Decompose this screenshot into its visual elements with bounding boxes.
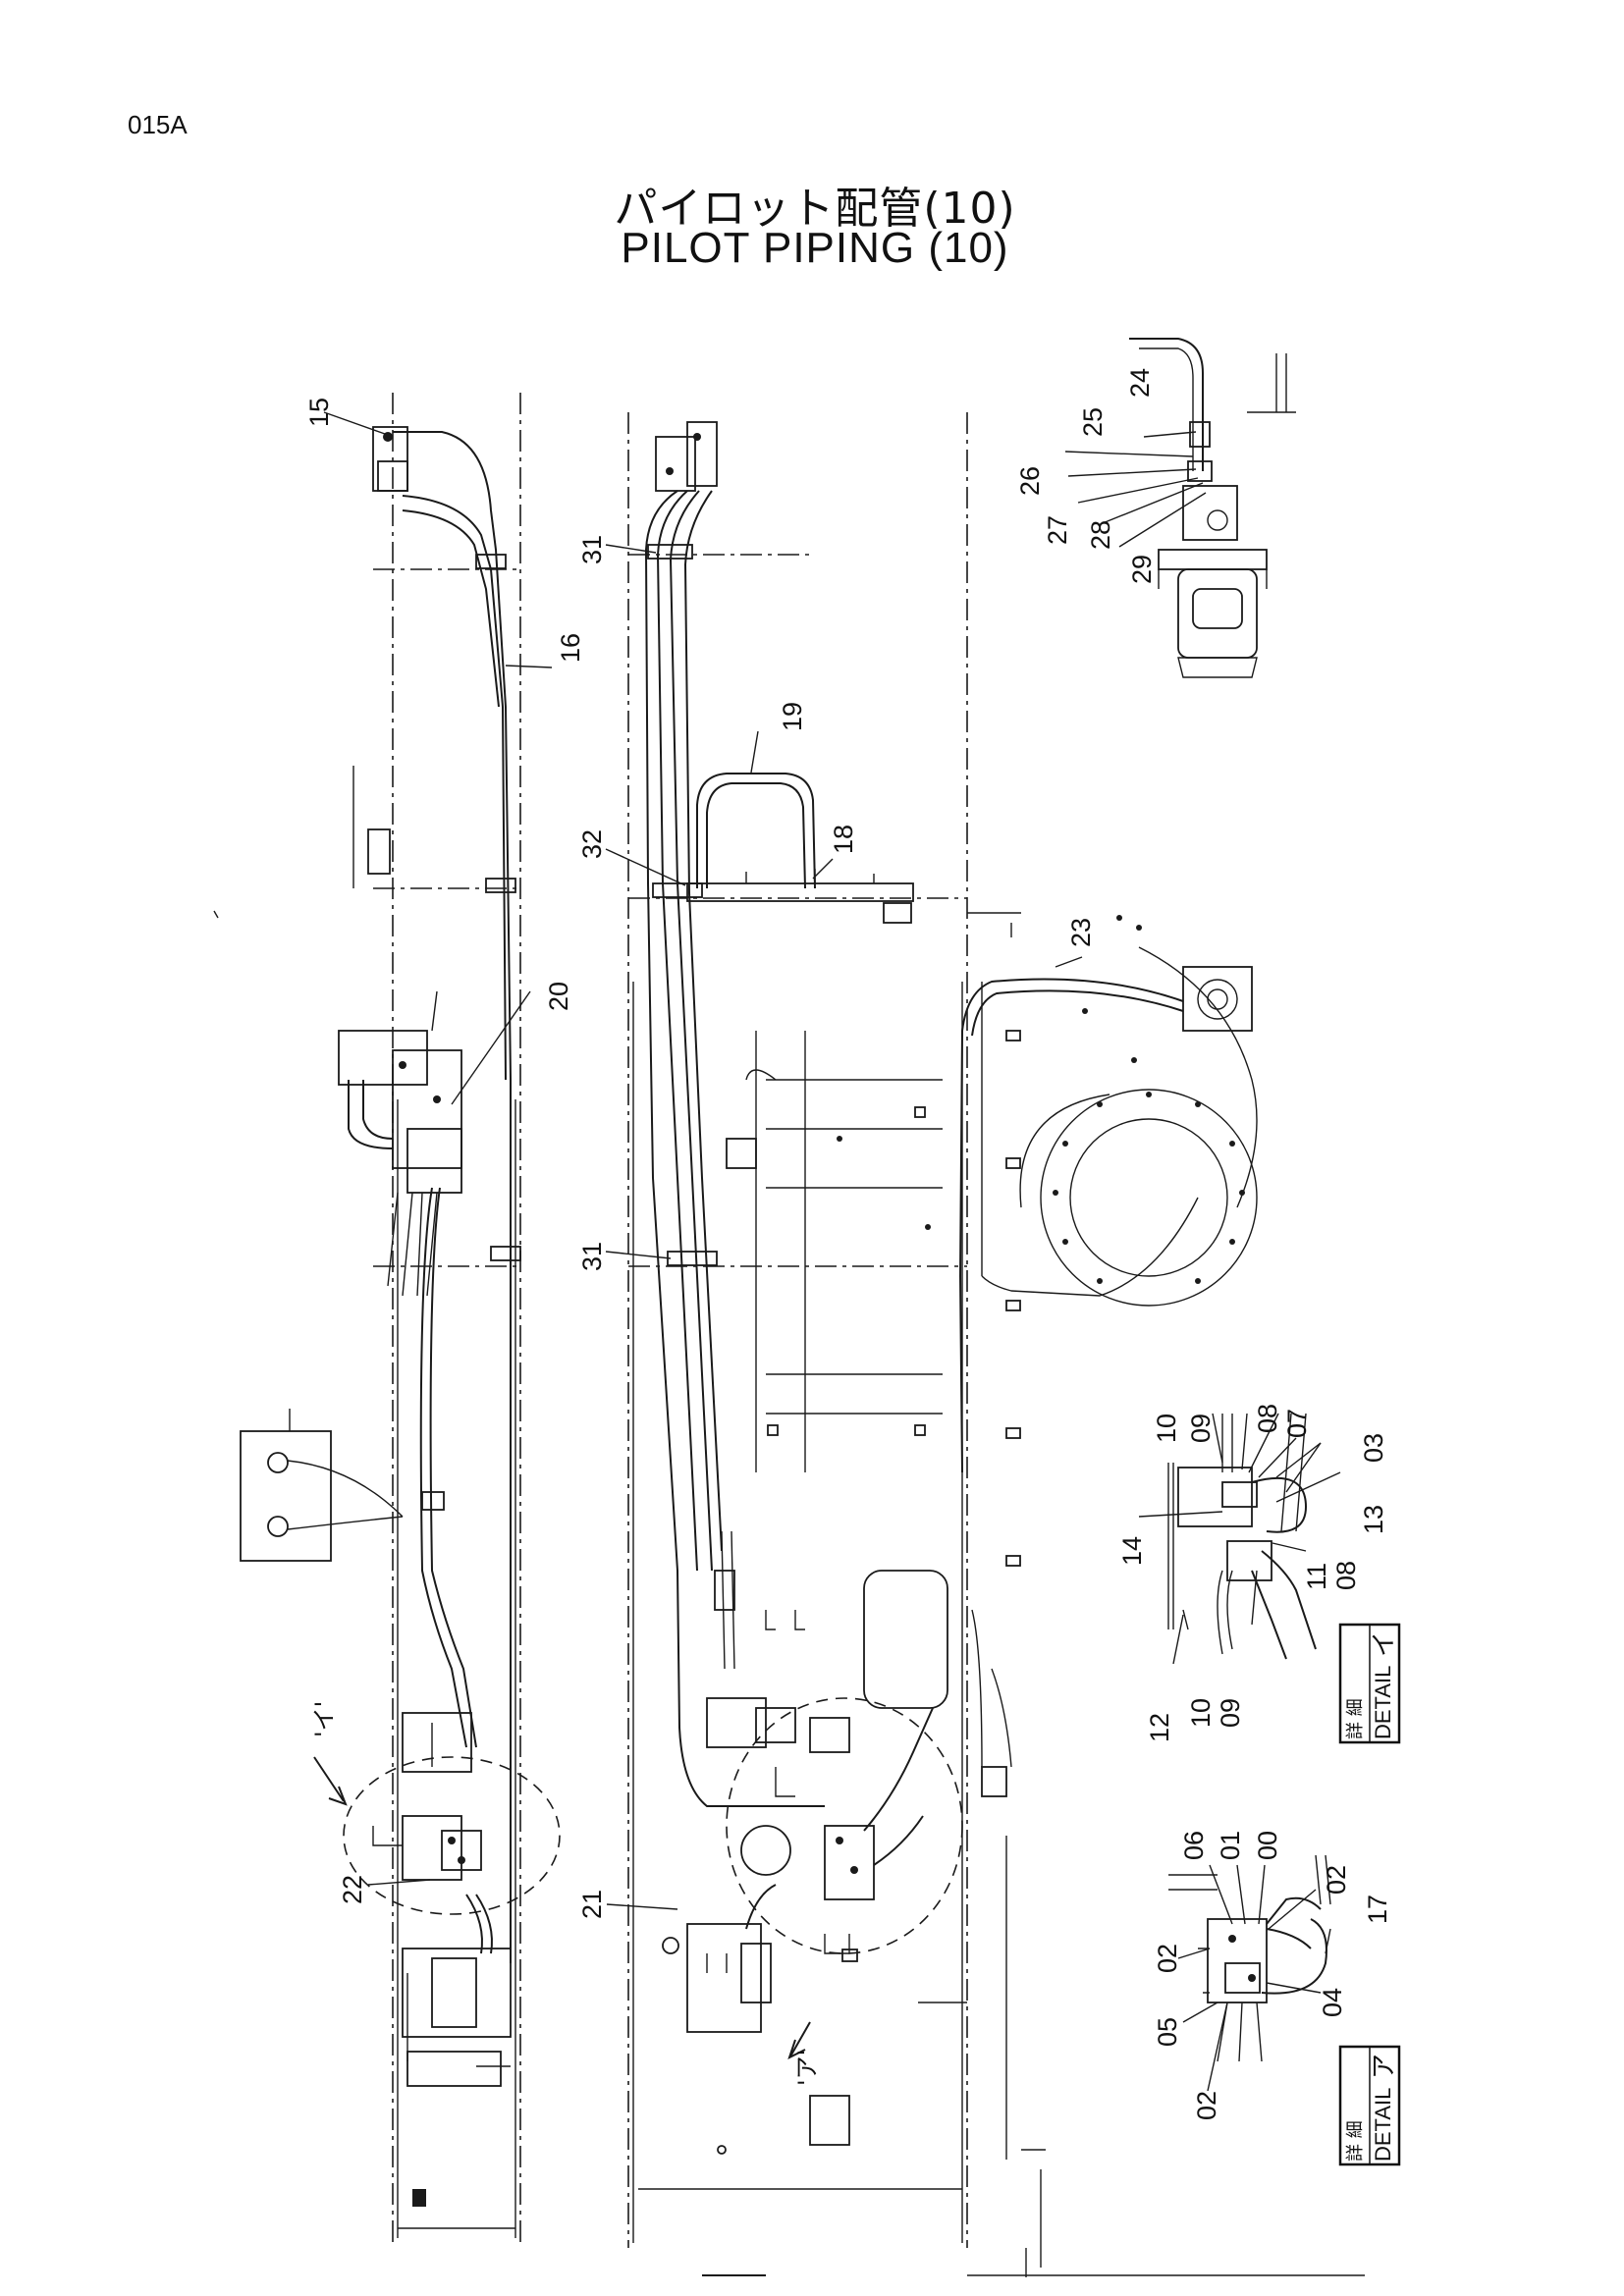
inset-upper-right [1129, 338, 1296, 678]
detail-i-callout-14: 14 [1117, 1536, 1147, 1566]
callout-20: 20 [544, 982, 573, 1011]
detail-i-drawing [1167, 1413, 1317, 1660]
leader-lines [323, 411, 1341, 2092]
callout-18: 18 [829, 825, 858, 854]
detail-a-jp: 詳 細 [1345, 2120, 1366, 2162]
detail-a-en: DETAIL [1371, 2088, 1395, 2162]
detail-box-a: 詳 細 DETAIL ア [1338, 2045, 1401, 2166]
detail-a-callout-02-bottom: 02 [1192, 2091, 1221, 2120]
detail-i-mark: イ [1370, 1631, 1399, 1657]
detail-a-callout-02-left: 02 [1153, 1944, 1182, 1973]
detail-i-jp: 詳 細 [1345, 1698, 1366, 1739]
detail-a-callout-01: 01 [1216, 1831, 1245, 1860]
callout-22: 22 [338, 1875, 367, 1904]
detail-i-callout-09-top: 09 [1186, 1414, 1216, 1443]
detail-i-callout-08-bottom: 08 [1331, 1561, 1361, 1590]
callout-32: 32 [577, 829, 607, 859]
view-marker-a: 'ア' [793, 2050, 821, 2086]
callout-26: 26 [1015, 466, 1045, 496]
detail-a-callout-06: 06 [1179, 1831, 1209, 1860]
detail-i-callout-10-top: 10 [1152, 1414, 1181, 1443]
callout-28: 28 [1086, 520, 1115, 550]
callout-15: 15 [304, 398, 334, 427]
detail-box-i: 詳 細 DETAIL イ [1338, 1623, 1401, 1744]
detail-a-callout-00: 00 [1253, 1831, 1282, 1860]
detail-a-callout-05: 05 [1153, 2017, 1182, 2047]
callout-27: 27 [1043, 515, 1072, 545]
detail-i-callout-12: 12 [1145, 1713, 1174, 1742]
detail-a-callout-04: 04 [1318, 1988, 1347, 2017]
detail-i-callout-09-bottom: 09 [1216, 1698, 1245, 1728]
callout-16: 16 [556, 633, 585, 663]
detail-i-callout-07: 07 [1282, 1409, 1312, 1438]
callout-21: 21 [577, 1890, 607, 1919]
callout-29: 29 [1127, 555, 1157, 584]
left-frame [213, 393, 561, 2248]
detail-a-callout-02-right: 02 [1322, 1865, 1351, 1895]
swing-plate [958, 912, 1258, 2277]
detail-i-callout-13: 13 [1359, 1505, 1388, 1534]
detail-i-callout-11: 11 [1302, 1563, 1331, 1590]
detail-i-callout-08-top: 08 [1253, 1404, 1282, 1433]
callout-23: 23 [1066, 918, 1096, 947]
title-japanese: パイロット配管(10) [614, 184, 1016, 234]
detail-a-callout-17: 17 [1363, 1895, 1392, 1924]
detail-i-callout-03: 03 [1359, 1433, 1388, 1463]
page-code: 015A [128, 110, 188, 139]
callout-31-lower: 31 [577, 1242, 607, 1271]
detail-a-mark: ア [1370, 2054, 1399, 2079]
callout-19: 19 [778, 702, 807, 731]
view-marker-i: 'イ' [310, 1701, 338, 1737]
callout-24: 24 [1125, 368, 1155, 398]
callout-31-upper: 31 [577, 535, 607, 564]
callout-25: 25 [1078, 407, 1108, 437]
title-english: PILOT PIPING (10) [621, 224, 1009, 272]
detail-i-en: DETAIL [1371, 1666, 1395, 1739]
callout-labels: 15 16 20 22 21 31 31 32 19 18 23 24 25 2… [304, 368, 1392, 2120]
detail-a-drawing [1168, 1854, 1331, 2062]
detail-i-callout-10-bottom: 10 [1186, 1698, 1216, 1728]
center-frame [627, 412, 968, 2248]
